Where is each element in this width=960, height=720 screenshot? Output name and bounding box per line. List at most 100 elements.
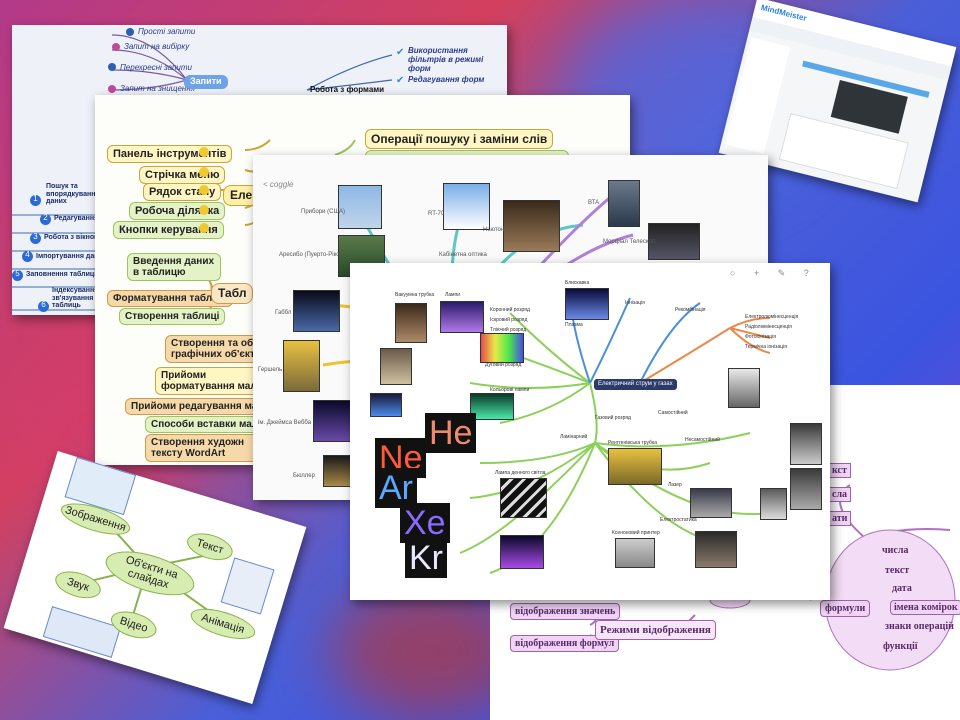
gas-label: Рентгенівська трубка <box>608 440 657 446</box>
ship-image <box>695 531 737 568</box>
portrait-image <box>760 488 787 520</box>
tables-hub: Табл <box>211 283 254 305</box>
app-label: < coggle <box>263 180 294 189</box>
portrait-image <box>380 348 412 385</box>
gas-label: Тліючий розряд <box>490 327 527 333</box>
gas-discharge-mindmap: Електричний струм у газах He Ne Ar Xe Kr… <box>350 263 830 600</box>
franklin-portrait <box>395 303 427 343</box>
query-icon <box>108 85 116 93</box>
gas-label: Іонізація <box>625 300 645 306</box>
slide-objects-mindmap: Об'єкти на слайдах Текст Зображення Анім… <box>3 451 307 704</box>
gas-label: Іскровий розряд <box>490 317 528 323</box>
device-image <box>608 448 662 485</box>
purple-item: імена комірок <box>890 600 960 615</box>
card1-connectors <box>12 34 393 311</box>
purple-item: дата <box>892 583 912 594</box>
newton-portrait <box>503 200 560 252</box>
tubes-image <box>500 478 547 518</box>
telescope-label: Морфіал Телескоп <box>603 239 656 245</box>
telescope-image <box>338 185 382 229</box>
printer-image <box>615 538 655 568</box>
gas-label: Плазма <box>565 322 583 328</box>
check-icon: ✔ <box>396 75 405 86</box>
smile-icon <box>199 205 209 215</box>
telescope-image <box>293 290 340 332</box>
query-label: Перехресні запити <box>120 63 192 72</box>
portrait-image <box>728 368 760 408</box>
gas-label: Ламінарний <box>560 434 588 440</box>
portrait-image <box>790 423 822 465</box>
gas-label: Самостійний <box>658 410 688 416</box>
telescope-label: RT-70 <box>428 211 445 217</box>
query-icon <box>108 63 116 71</box>
spectrum-image <box>480 333 524 363</box>
queries-hub: Запити <box>184 75 228 89</box>
query-label: Прості запити <box>138 27 196 36</box>
gas-label: Електролюмінесценція <box>745 314 799 320</box>
table-item: Створення таблиці <box>119 308 226 325</box>
telescope-label: Гершель <box>258 367 283 373</box>
gas-label: Вакуумна трубка <box>395 292 435 298</box>
gas-sign-xe: Xe <box>400 503 450 543</box>
number-badge: 4 <box>22 250 33 262</box>
gas-label: Електростатика <box>660 517 697 523</box>
query-label: Запит на знищення <box>120 84 195 93</box>
gas-label: Дуговий розряд <box>485 362 522 368</box>
lightning-image <box>440 301 484 333</box>
number-badge: 3 <box>30 232 41 244</box>
numbered-item: Редагування <box>54 215 99 222</box>
purple-edge-item: ати <box>828 511 852 526</box>
telescope-label: ВТА <box>588 200 600 206</box>
gas-label: Лазер <box>668 482 682 488</box>
numbered-item: Індексування та зв'язування таблиць <box>52 287 108 310</box>
telescope-label: Бюллер <box>293 473 315 479</box>
numbered-item: Пошук та впорядкування даних <box>46 183 100 206</box>
table-item: Введення даних в таблицю <box>127 253 221 281</box>
purple-edge-item: кст <box>828 463 851 478</box>
number-badge: 6 <box>38 300 49 312</box>
numbered-item: Робота з вікном <box>44 234 100 241</box>
smile-icon <box>199 147 209 157</box>
telescope-image <box>313 400 355 442</box>
telescope-label: ім. Джеймса Вебба <box>258 420 312 426</box>
gas-label: Коронний розряд <box>490 307 530 313</box>
check-icon: ✔ <box>396 47 405 58</box>
purple-item: відображення значень <box>510 603 621 620</box>
purple-item: числа <box>882 545 909 556</box>
number-badge: 2 <box>40 213 51 225</box>
telescope-image <box>443 183 490 230</box>
numbered-item: Заповнення таблиці БД <box>26 271 109 278</box>
gas-label: Кольорові лампи <box>490 387 530 393</box>
toolbar-icons: ○ + ✎ ? <box>730 268 817 278</box>
smile-icon <box>199 167 209 177</box>
smile-icon <box>199 223 209 233</box>
gas-label: Несамостійний <box>685 437 720 443</box>
forms-item: Редагування форм <box>408 75 485 84</box>
graphics-item: Створення художн тексту WordArt <box>145 434 267 462</box>
telescope-label: Аресибо (Пуерто-Ріко) <box>279 252 342 258</box>
query-label: Запит на вибірку <box>124 42 190 51</box>
gas-label: Термічна іонізація <box>745 344 787 350</box>
tesla-image <box>500 535 544 569</box>
elements-hub: Еле <box>223 185 260 207</box>
gas-label: Лампа денного світла <box>495 470 546 476</box>
interface-item: Стрічка меню <box>139 166 226 184</box>
interface-item: Рядок стану <box>143 183 222 201</box>
smile-icon <box>199 185 209 195</box>
forms-item: Використання фільтрів в режимі форм <box>408 46 484 73</box>
numbered-item: Імпортування даних <box>36 253 107 260</box>
purple-hub-formulas: формули <box>820 600 871 617</box>
purple-item: функції <box>883 641 918 652</box>
telescope-label: Кабінетна оптика <box>439 252 487 258</box>
telescope-label: Ньютон <box>483 227 505 233</box>
portrait-image <box>790 468 822 510</box>
gas-label: Ксеноновий принтер <box>612 530 660 536</box>
aurora-image <box>470 393 514 420</box>
lamp-image <box>370 393 402 417</box>
gas-sign-ar: Ar <box>375 468 417 508</box>
purple-edge-item: сла <box>828 487 852 502</box>
interface-item: Робоча ділянка <box>129 202 226 220</box>
number-badge: 5 <box>12 269 23 281</box>
operations-item: Операції пошуку і заміни слів <box>365 129 554 149</box>
telescope-image <box>608 180 640 227</box>
